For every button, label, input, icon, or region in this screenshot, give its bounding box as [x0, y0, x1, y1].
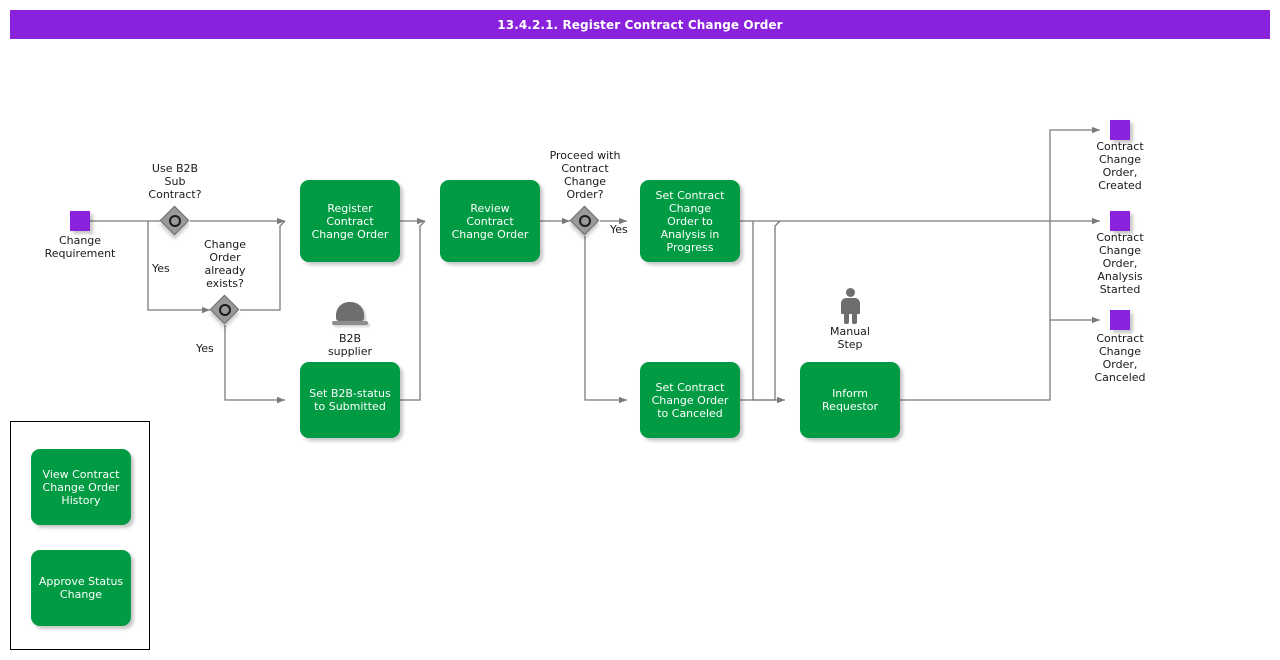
end-event-label-cco-canceled: Contract Change Order, Canceled [1094, 332, 1146, 384]
person-head-shape [846, 288, 855, 297]
flow-label-yes-2: Yes [196, 342, 214, 355]
page-title: 13.4.2.1. Register Contract Change Order [497, 17, 783, 32]
supplier-dome-icon [332, 302, 368, 328]
flow-gw2-yes-to-setb2b [224, 325, 285, 404]
end-event-cco-canceled[interactable] [1110, 310, 1130, 330]
participant-label-b2b-supplier: B2B supplier [327, 332, 373, 358]
task-label: Set Contract Change Order to Analysis in… [655, 188, 725, 254]
task-label: Register Contract Change Order [311, 201, 389, 241]
action-view-contract-change-order-history[interactable]: View Contract Change Order History [31, 449, 131, 525]
gateway-change-order-already-exists[interactable] [209, 294, 240, 325]
related-actions-box: View Contract Change Order History Appro… [10, 421, 150, 650]
flow-label-yes-1: Yes [152, 262, 170, 275]
flow-canceled-to-bus-riser [740, 220, 781, 401]
supplier-brim-shape [332, 321, 368, 325]
gateway-ring-icon [579, 215, 591, 227]
person-leg-left-shape [844, 312, 849, 324]
flow-analysis-to-inform [752, 221, 785, 404]
end-event-cco-analysis-started[interactable] [1110, 211, 1130, 231]
task-set-b2b-status-to-submitted[interactable]: Set B2B-status to Submitted [300, 362, 400, 438]
person-icon [837, 288, 863, 324]
flow-inform-to-bus [900, 320, 1051, 401]
action-approve-status-change[interactable]: Approve Status Change [31, 550, 131, 626]
task-register-contract-change-order[interactable]: Register Contract Change Order [300, 180, 400, 262]
gateway-label-change-order-already-exists: Change Order already exists? [203, 238, 247, 290]
person-leg-right-shape [852, 312, 857, 324]
gateway-ring-icon [169, 215, 181, 227]
gateway-use-b2b-sub-contract[interactable] [159, 205, 190, 236]
task-label: Approve Status Change [38, 575, 124, 601]
person-body-shape [841, 298, 860, 314]
task-set-cco-to-canceled[interactable]: Set Contract Change Order to Canceled [640, 362, 740, 438]
task-label: Review Contract Change Order [451, 201, 529, 241]
start-event-label: Change Requirement [44, 234, 116, 260]
task-inform-requestor[interactable]: Inform Requestor [800, 362, 900, 438]
end-event-cco-created[interactable] [1110, 120, 1130, 140]
task-set-cco-to-analysis-in-progress[interactable]: Set Contract Change Order to Analysis in… [640, 180, 740, 262]
participant-label-manual-step: Manual Step [830, 325, 870, 351]
task-label: View Contract Change Order History [42, 467, 120, 507]
flow-label-yes-3: Yes [610, 223, 628, 236]
gateway-label-use-b2b-sub-contract: Use B2B Sub Contract? [148, 162, 202, 201]
task-label: Inform Requestor [822, 387, 878, 413]
start-event-change-requirement[interactable] [70, 211, 90, 231]
page-title-bar: 13.4.2.1. Register Contract Change Order [10, 10, 1270, 39]
end-event-label-cco-created: Contract Change Order, Created [1096, 140, 1144, 192]
flow-gw3-to-canceled [584, 236, 627, 404]
gateway-proceed-with-contract-change-order[interactable] [569, 205, 600, 236]
end-event-label-cco-analysis-started: Contract Change Order, Analysis Started [1096, 231, 1144, 296]
supplier-dome-shape [336, 302, 364, 321]
task-label: Set Contract Change Order to Canceled [651, 380, 729, 420]
flow-setb2b-to-review-riser [400, 220, 426, 401]
task-label: Set B2B-status to Submitted [309, 387, 391, 413]
gateway-label-proceed-with-contract-change-order: Proceed with Contract Change Order? [549, 149, 621, 201]
task-review-contract-change-order[interactable]: Review Contract Change Order [440, 180, 540, 262]
gateway-ring-icon [219, 304, 231, 316]
